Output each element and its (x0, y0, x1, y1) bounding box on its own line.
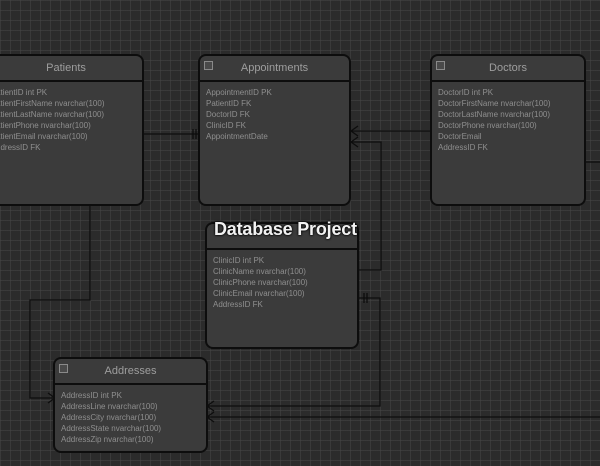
field: AddressState nvarchar(100) (61, 424, 162, 433)
field: DoctorLastName nvarchar(100) (438, 110, 551, 119)
table-icon (59, 364, 68, 373)
entity-header: Appointments (200, 56, 349, 82)
entity-title: Addresses (104, 365, 157, 377)
entity-title: Patients (46, 62, 86, 74)
field: atientLastName nvarchar(100) (0, 110, 105, 119)
field: DoctorID FK (206, 110, 251, 119)
entity-clinics[interactable]: ClinicID int PK ClinicName nvarchar(100)… (205, 222, 359, 349)
field: AppointmentID PK (206, 88, 272, 97)
table-icon (204, 61, 213, 70)
field: ClinicID FK (206, 121, 247, 130)
entity-doctors[interactable]: Doctors DoctorID int PK DoctorFirstName … (430, 54, 586, 206)
field: ddressID FK (0, 143, 41, 152)
field: atientEmail nvarchar(100) (0, 132, 88, 141)
entity-header: Doctors (432, 56, 584, 82)
field: PatientID FK (206, 99, 252, 108)
field: ClinicPhone nvarchar(100) (213, 278, 308, 287)
field: DoctorEmail (438, 132, 482, 141)
entity-header (207, 224, 357, 250)
field: atientFirstName nvarchar(100) (0, 99, 105, 108)
field: atientID int PK (0, 88, 48, 97)
entity-patients[interactable]: Patients atientID int PK atientFirstName… (0, 54, 144, 206)
field: AddressID int PK (61, 391, 122, 400)
field: AddressLine nvarchar(100) (61, 402, 158, 411)
field: DoctorID int PK (438, 88, 494, 97)
table-icon (436, 61, 445, 70)
entity-header: Addresses (55, 359, 206, 385)
field: AddressZip nvarchar(100) (61, 435, 154, 444)
entity-header: Patients (0, 56, 142, 82)
diagram-title: Database Project (214, 219, 357, 239)
entity-addresses[interactable]: Addresses AddressID int PK AddressLine n… (53, 357, 208, 453)
field: atientPhone nvarchar(100) (0, 121, 91, 130)
field: AppointmentDate (206, 132, 268, 141)
field: DoctorFirstName nvarchar(100) (438, 99, 551, 108)
entity-title: Doctors (489, 62, 527, 74)
field: DoctorPhone nvarchar(100) (438, 121, 537, 130)
entity-title: Appointments (240, 62, 309, 74)
field: ClinicEmail nvarchar(100) (213, 289, 305, 298)
entity-appointments[interactable]: Appointments AppointmentID PK PatientID … (198, 54, 351, 206)
field: ClinicName nvarchar(100) (213, 267, 306, 276)
field: AddressID FK (213, 300, 263, 309)
field: AddressCity nvarchar(100) (61, 413, 157, 422)
field: AddressID FK (438, 143, 488, 152)
field: ClinicID int PK (213, 256, 265, 265)
